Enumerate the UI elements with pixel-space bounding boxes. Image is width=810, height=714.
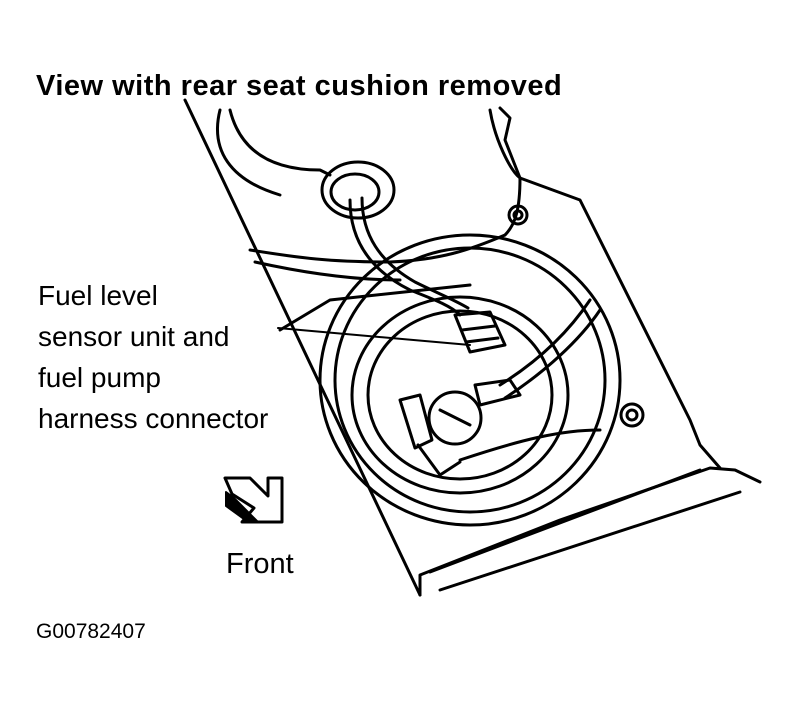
diagram-title: View with rear seat cushion removed — [36, 70, 563, 102]
callout-line: harness connector — [38, 403, 269, 434]
callout-line: fuel pump — [38, 362, 161, 393]
harness-wire — [348, 196, 470, 317]
callout-label: Fuel level sensor unit and fuel pump har… — [38, 275, 268, 439]
access-hole — [318, 233, 622, 527]
bolts — [507, 204, 645, 428]
seat-recess — [216, 106, 522, 282]
callout-leader-line — [277, 327, 471, 346]
harness-connector — [453, 310, 507, 354]
front-arrow-icon — [223, 476, 284, 524]
fuel-lines — [458, 298, 602, 462]
grommet — [320, 160, 396, 220]
floor-panel — [183, 98, 762, 597]
front-label: Front — [226, 548, 294, 580]
fuel-sender-unit — [350, 295, 570, 495]
callout-line: sensor unit and — [38, 321, 230, 352]
figure-id: G00782407 — [36, 620, 146, 643]
callout-line: Fuel level — [38, 280, 158, 311]
